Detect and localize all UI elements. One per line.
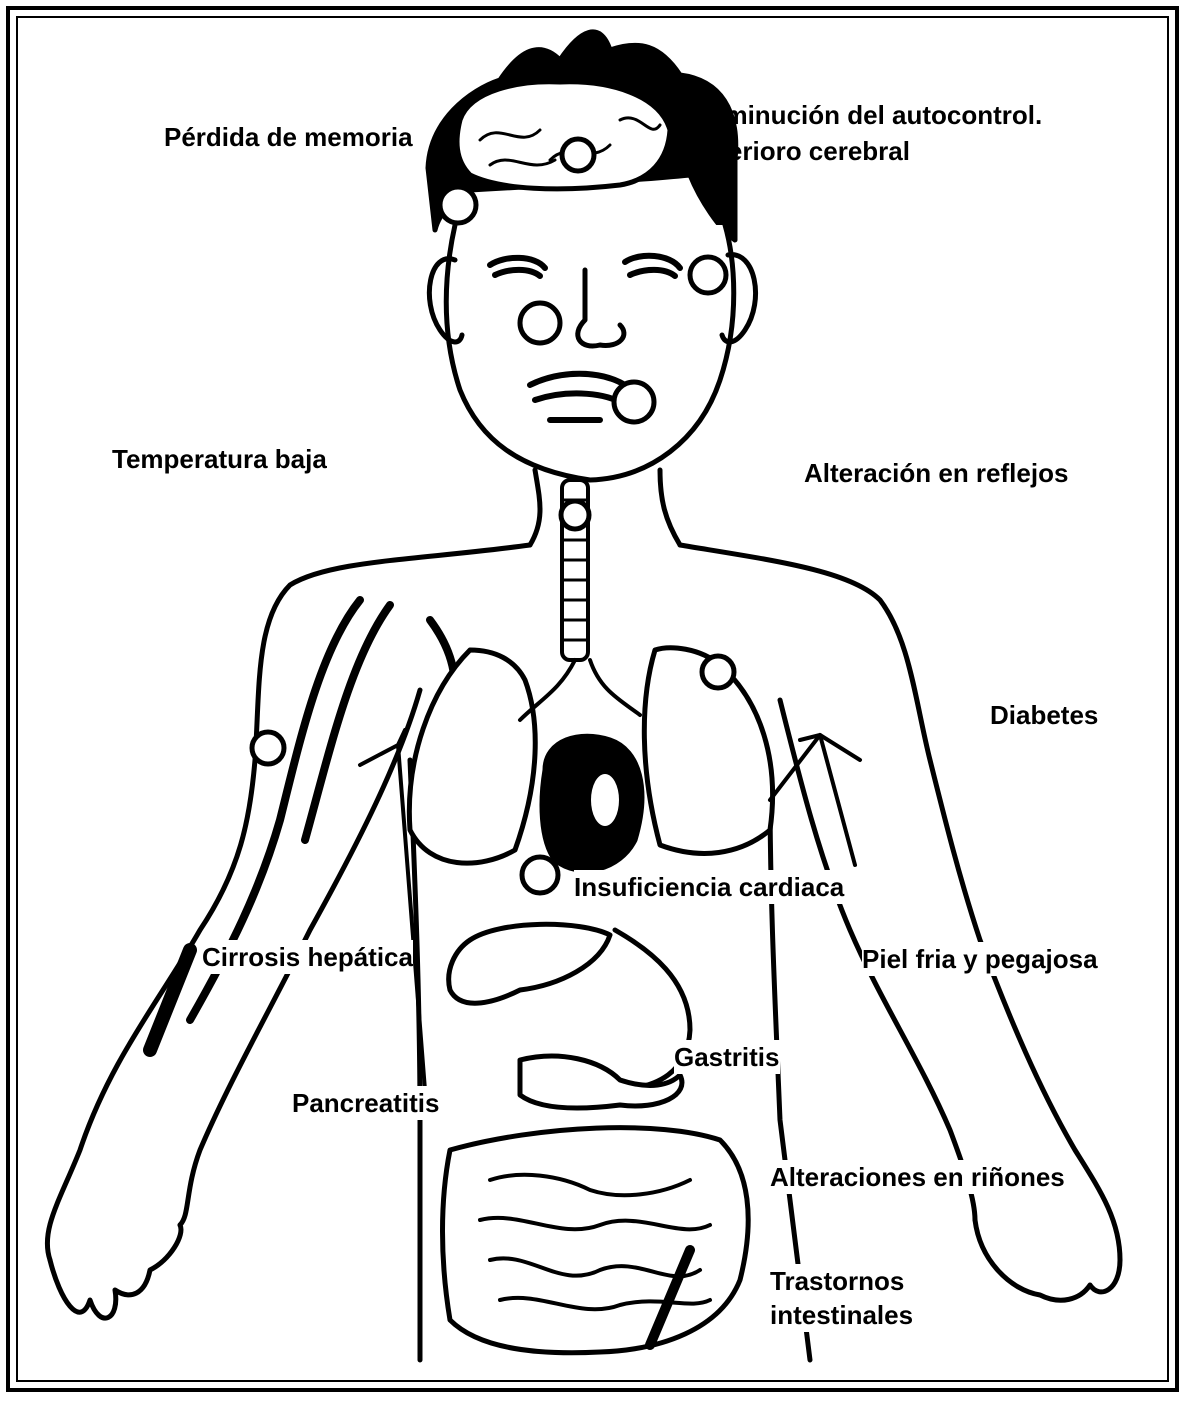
marker-eye-right [690, 257, 726, 293]
bronchi [520, 660, 640, 720]
label-intestinal: Trastornos intestinales [770, 1264, 913, 1332]
right-hand [975, 1220, 1120, 1300]
marker-brain [562, 139, 594, 171]
neck-left [530, 470, 540, 545]
heart-highlight [591, 774, 619, 826]
label-kidneys: Alteraciones en riñones [770, 1160, 1065, 1194]
torso-left [410, 760, 420, 1360]
label-self-control: Disminución del autocontrol. [684, 98, 1042, 132]
label-skin: Piel fria y pegajosa [862, 942, 1098, 976]
arrow-right-1 [770, 735, 860, 800]
label-reflexes: Alteración en reflejos [804, 456, 1068, 490]
marker-heart [522, 857, 558, 893]
label-diabetes: Diabetes [990, 698, 1098, 732]
marker-head-left [440, 187, 476, 223]
label-intestinal-line2: intestinales [770, 1298, 913, 1332]
marker-cheek [520, 303, 560, 343]
label-gastritis: Gastritis [674, 1040, 780, 1074]
large-intestine [443, 1128, 749, 1353]
marker-throat [561, 501, 589, 529]
marker-mouth [614, 382, 654, 422]
label-intestinal-line1: Trastornos [770, 1264, 913, 1298]
label-brain-damage: Deterioro cerebral [686, 134, 910, 168]
label-pancreatitis: Pancreatitis [292, 1086, 439, 1120]
label-cirrhosis: Cirrosis hepática [202, 940, 413, 974]
label-memory-loss: Pérdida de memoria [164, 120, 413, 154]
left-lung [409, 650, 535, 863]
left-hand [50, 1225, 181, 1318]
label-heart-failure: Insuficiencia cardiaca [574, 870, 844, 904]
neck-right [660, 470, 680, 545]
marker-lung [702, 656, 734, 688]
marker-arm [252, 732, 284, 764]
liver [449, 924, 610, 1003]
label-low-temperature: Temperatura baja [112, 442, 327, 476]
